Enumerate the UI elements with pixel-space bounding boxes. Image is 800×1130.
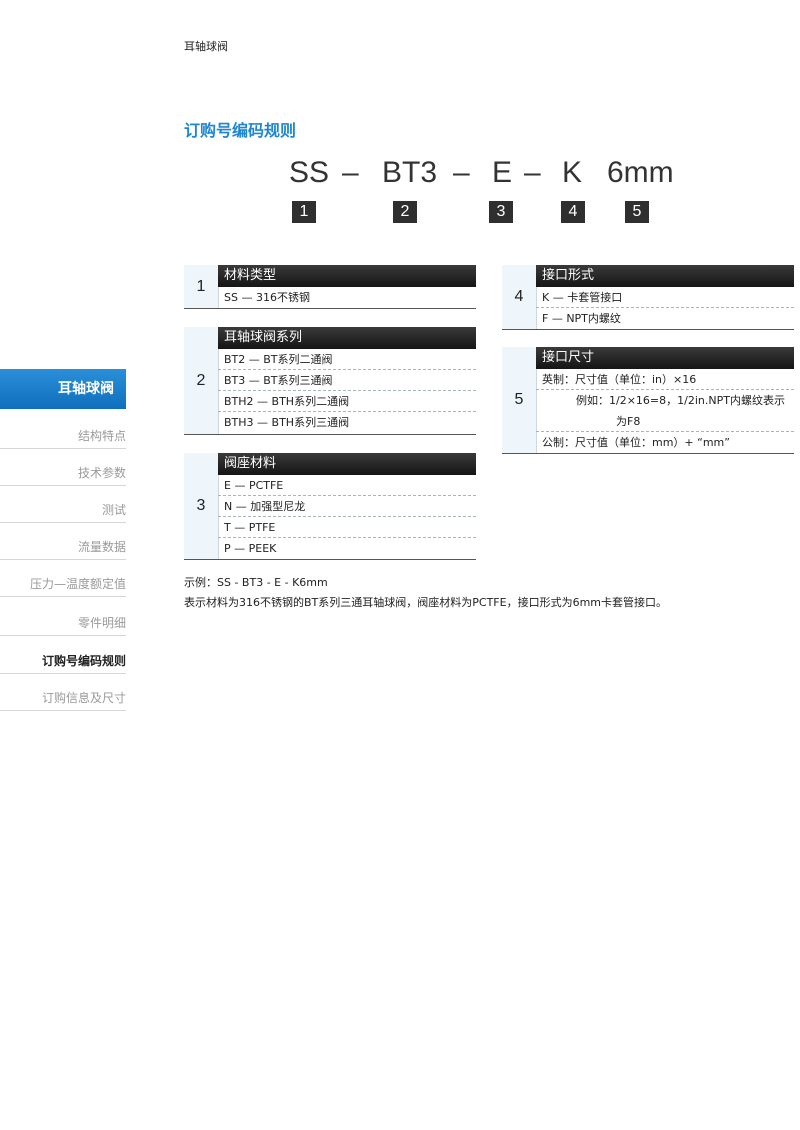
table-title: 接口形式 xyxy=(536,265,794,287)
code-part-seat: E xyxy=(492,156,513,189)
table-title: 接口尺寸 xyxy=(536,347,794,369)
table-row: P — PEEK xyxy=(224,542,277,555)
table-row: T — PTFE xyxy=(218,517,476,538)
table-connection-size: 5 接口尺寸 英制：尺寸值（单位：in）×16 例如：1/2×16=8，1/2i… xyxy=(502,347,794,454)
code-part-connection: K xyxy=(562,156,583,189)
table-row: 英制：尺寸值（单位：in）×16 xyxy=(536,369,794,390)
sidebar-item-parts[interactable]: 零件明细 xyxy=(0,610,126,636)
code-separator: – xyxy=(342,156,359,189)
table-row: BT3 — BT系列三通阀 xyxy=(218,370,476,391)
table-row: F — NPT内螺纹 xyxy=(542,312,621,325)
table-connection-type: 4 接口形式 K — 卡套管接口 F — NPT内螺纹 xyxy=(502,265,794,330)
table-material-type: 1 材料类型 SS — 316不锈钢 xyxy=(184,265,476,309)
page-header-title: 耳轴球阀 xyxy=(184,40,228,53)
sidebar-item-flow[interactable]: 流量数据 xyxy=(0,534,126,560)
table-index: 5 xyxy=(502,347,537,453)
table-row: 公制：尺寸值（单位：mm）+ “mm” xyxy=(542,436,730,449)
table-row: SS — 316不锈钢 xyxy=(224,291,310,304)
code-number-2: 2 xyxy=(393,201,417,223)
table-title: 耳轴球阀系列 xyxy=(218,327,476,349)
sidebar-item-specs[interactable]: 技术参数 xyxy=(0,460,126,486)
sidebar-item-order-code[interactable]: 订购号编码规则 xyxy=(0,648,126,674)
sidebar-item-structure[interactable]: 结构特点 xyxy=(0,423,126,449)
table-index: 2 xyxy=(184,327,219,434)
table-row: BT2 — BT系列二通阀 xyxy=(218,349,476,370)
code-part-series: BT3 xyxy=(382,156,438,189)
table-row: 为F8 xyxy=(536,411,794,432)
code-pattern: SS – BT3 – E – K 6mm xyxy=(0,156,800,196)
code-separator: – xyxy=(524,156,541,189)
code-part-size: 6mm xyxy=(607,156,674,189)
table-title: 阀座材料 xyxy=(218,453,476,475)
table-row: BTH2 — BTH系列二通阀 xyxy=(218,391,476,412)
section-title: 订购号编码规则 xyxy=(184,121,297,140)
example-code: 示例：SS - BT3 - E - K6mm xyxy=(184,576,328,589)
table-index: 1 xyxy=(184,265,219,308)
table-row: 例如：1/2×16=8，1/2in.NPT内螺纹表示 xyxy=(576,394,785,407)
sidebar-item-order-info[interactable]: 订购信息及尺寸 xyxy=(0,685,126,711)
sidebar-item-test[interactable]: 测试 xyxy=(0,497,126,523)
table-row: K — 卡套管接口 xyxy=(536,287,794,308)
table-index: 3 xyxy=(184,453,219,559)
table-title: 材料类型 xyxy=(218,265,476,287)
code-number-4: 4 xyxy=(561,201,585,223)
sidebar-item-pressure-temperature[interactable]: 压力—温度额定值 xyxy=(0,571,126,597)
code-number-1: 1 xyxy=(292,201,316,223)
table-row: BTH3 — BTH系列三通阀 xyxy=(224,416,350,429)
example-description: 表示材料为316不锈钢的BT系列三通耳轴球阀，阀座材料为PCTFE，接口形式为6… xyxy=(184,596,667,609)
code-number-5: 5 xyxy=(625,201,649,223)
sidebar-item-active[interactable]: 耳轴球阀 xyxy=(0,369,126,409)
code-number-3: 3 xyxy=(489,201,513,223)
table-seat-material: 3 阀座材料 E — PCTFE N — 加强型尼龙 T — PTFE P — … xyxy=(184,453,476,560)
table-row: E — PCTFE xyxy=(218,475,476,496)
code-part-material: SS xyxy=(289,156,330,189)
table-valve-series: 2 耳轴球阀系列 BT2 — BT系列二通阀 BT3 — BT系列三通阀 BTH… xyxy=(184,327,476,435)
table-index: 4 xyxy=(502,265,537,329)
code-separator: – xyxy=(453,156,470,189)
table-row: N — 加强型尼龙 xyxy=(218,496,476,517)
